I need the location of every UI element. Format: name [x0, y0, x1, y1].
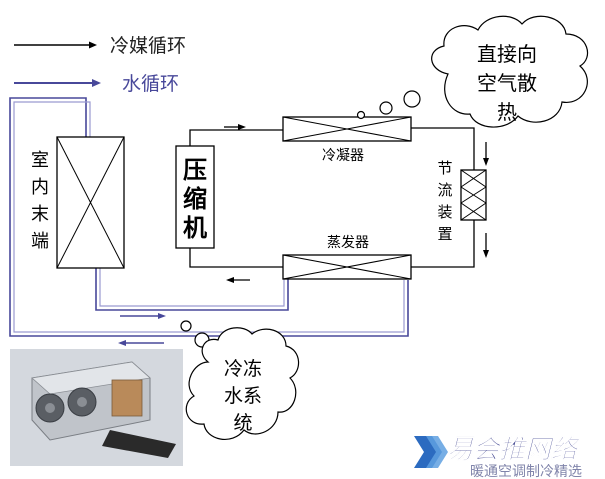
- cloud-air-dissipation: [356, 15, 589, 128]
- photo-blower-hub: [45, 403, 55, 413]
- cloud-chilled-water: [180, 320, 300, 440]
- water-loop-inner-light: [99, 268, 285, 307]
- cloud-bubble-medium: [379, 101, 393, 115]
- compressor-label-char: 压: [183, 156, 207, 184]
- indoor-unit-label-char: 室: [31, 150, 49, 171]
- throttle-label-char: 流: [437, 181, 452, 199]
- watermark: 易会推网络 暖通空调制冷精选: [414, 435, 582, 479]
- throttle-label-char: 置: [437, 225, 452, 243]
- evaporator: 蒸发器: [282, 235, 412, 280]
- refrigerant-pipe-evaporator-to-compressor: [189, 248, 283, 268]
- throttle-zigzag-6: [460, 202, 487, 221]
- compressor-label-char: 机: [183, 214, 207, 242]
- cloud-water-text-line: 水系: [224, 385, 262, 407]
- cloud-water-text-line: 冷冻: [224, 358, 262, 380]
- legend-water-label: 水循环: [122, 73, 179, 95]
- throttle-zigzag-4: [460, 169, 487, 188]
- legend-water-arrowhead: [92, 79, 101, 87]
- throttle-device: [460, 169, 487, 221]
- throttle-label: 节 流 装 置: [437, 159, 452, 243]
- watermark-caption: 暖通空调制冷精选: [470, 464, 582, 479]
- indoor-unit-cross-2: [56, 136, 125, 269]
- cloud-water-text-line: 统: [233, 412, 252, 434]
- water-loop: [9, 97, 409, 346]
- cloud-shape: [431, 15, 589, 128]
- condenser-label: 冷凝器: [322, 148, 364, 164]
- cloud-bubble-small: [356, 110, 366, 120]
- refrigerant-arrowhead-bottom: [226, 277, 234, 283]
- water-loop-outer-light: [13, 101, 405, 333]
- evaporator-cross-2: [282, 254, 412, 280]
- indoor-unit-label: 室 内 末 端: [31, 150, 49, 252]
- throttle-label-char: 装: [437, 203, 452, 221]
- refrigerant-arrowhead-down-2: [483, 250, 489, 258]
- water-flow-arrowhead-left: [118, 340, 126, 346]
- photo-unit-top: [31, 361, 151, 395]
- refrigerant-arrowhead-top: [238, 124, 246, 130]
- cloud-air-dissipation-text: 直接向 空气散 热: [477, 42, 537, 124]
- refrigerant-pipe-throttle-to-evaporator: [411, 220, 475, 268]
- cloud-air-text-line: 直接向: [477, 42, 537, 66]
- cloud-chilled-water-text: 冷冻 水系 统: [224, 358, 262, 434]
- refrigerant-pipe-condenser-to-throttle: [411, 127, 475, 170]
- indoor-unit-label-char: 末: [31, 204, 49, 225]
- compressor-label-char: 缩: [183, 185, 207, 213]
- cloud-bubble-small: [180, 320, 192, 332]
- cloud-air-text-line: 热: [497, 100, 517, 124]
- cloud-air-text-line: 空气散: [477, 71, 537, 95]
- fan-coil-unit-photo: [10, 349, 183, 466]
- photo-coil: [111, 379, 143, 417]
- legend: 冷媒循环 水循环: [14, 35, 186, 95]
- water-loop-inner: [95, 268, 289, 311]
- refrigerant-pipe-compressor-to-condenser: [189, 129, 283, 146]
- cloud-bubble-large: [403, 90, 421, 108]
- throttle-zigzag-5: [460, 186, 487, 204]
- legend-refrigerant-arrowhead: [89, 41, 97, 49]
- indoor-unit-label-char: 端: [31, 231, 49, 252]
- photo-drain-pan: [102, 430, 176, 458]
- indoor-unit-label-char: 内: [31, 177, 49, 198]
- photo-blower-hub: [77, 397, 87, 407]
- indoor-unit: [56, 136, 125, 269]
- legend-refrigerant-label: 冷媒循环: [110, 35, 186, 57]
- watermark-brand: 易会推网络: [447, 435, 581, 465]
- water-loop-outer: [9, 97, 409, 337]
- cloud-shape: [185, 327, 300, 440]
- watermark-logo-icon: [414, 436, 448, 468]
- condenser-cross-2: [282, 116, 412, 142]
- evaporator-label: 蒸发器: [327, 235, 369, 251]
- throttle-label-char: 节: [437, 159, 452, 177]
- compressor: 压 缩 机: [175, 145, 215, 249]
- refrigerant-loop: [189, 126, 487, 281]
- water-flow-arrowhead-right: [158, 313, 166, 319]
- refrigerant-arrowheads: [226, 124, 489, 283]
- condenser: 冷凝器: [282, 116, 412, 164]
- compressor-box: [175, 145, 215, 249]
- refrigerant-arrowhead-down-1: [483, 158, 489, 166]
